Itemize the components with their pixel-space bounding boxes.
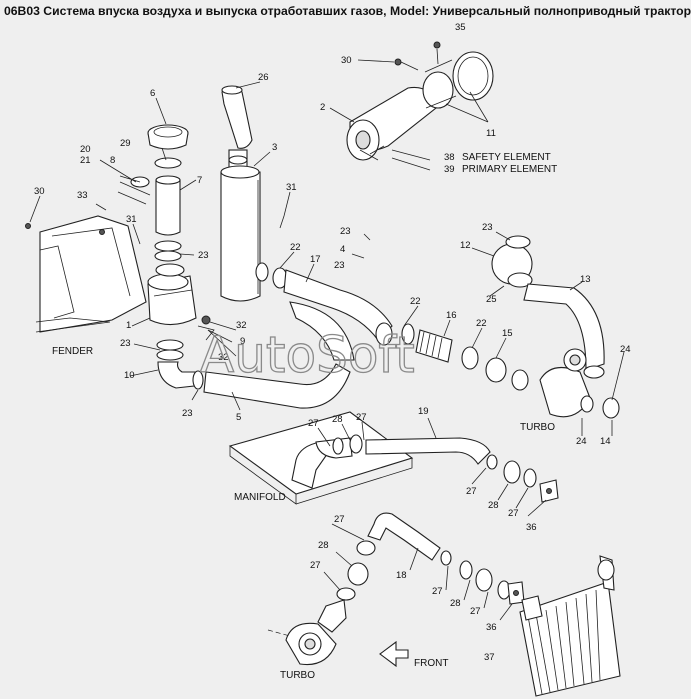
callout-31a: 31: [286, 182, 297, 193]
callout-30a: 30: [341, 55, 352, 66]
exploded-parts-diagram: 35 30 11 2 38 39 26 6 3 29 20 21 8 7 30 …: [25, 22, 631, 697]
callout-19: 19: [418, 406, 429, 417]
callout-8: 8: [110, 155, 115, 166]
right-turbo-assembly: [491, 235, 620, 436]
callout-numbers: 35 30 11 2 38 39 26 6 3 29 20 21 8 7 30 …: [34, 22, 631, 663]
callout-35: 35: [455, 22, 466, 33]
callout-27c: 27: [466, 486, 477, 497]
callout-30b: 30: [34, 186, 45, 197]
callout-2: 2: [320, 102, 325, 113]
label-front: FRONT: [414, 658, 448, 669]
callout-1: 1: [126, 320, 131, 331]
callout-22c: 22: [476, 318, 487, 329]
callout-27a: 27: [308, 418, 319, 429]
label-safety-element: SAFETY ELEMENT: [462, 152, 551, 163]
callout-12: 12: [460, 240, 471, 251]
callout-27d: 27: [508, 508, 519, 519]
callout-11: 11: [486, 128, 496, 139]
callout-22a: 22: [290, 242, 301, 253]
lower-charge-pipe: [317, 512, 525, 633]
callout-23f: 23: [182, 408, 193, 419]
callout-27f: 27: [310, 560, 321, 571]
air-cleaner-body: [147, 263, 215, 341]
intercooler: [519, 555, 621, 697]
callout-10: 10: [124, 370, 135, 381]
label-primary-element: PRIMARY ELEMENT: [462, 164, 557, 175]
callout-26: 26: [258, 72, 269, 83]
callout-24b: 24: [576, 436, 587, 447]
callout-27b: 27: [356, 412, 367, 423]
callout-25: 25: [486, 294, 497, 305]
callout-23b: 23: [198, 250, 209, 261]
callout-23a: 23: [340, 226, 351, 237]
page-title: 06B03 Система впуска воздуха и выпуска о…: [4, 4, 691, 18]
front-arrow: [379, 640, 409, 668]
air-cleaner-assembly: [346, 41, 494, 161]
leader-lines: [29, 59, 625, 621]
pre-cleaner-stack: [117, 124, 189, 262]
callout-18: 18: [396, 570, 407, 581]
callout-6: 6: [150, 88, 155, 99]
callout-36a: 36: [526, 522, 537, 533]
callout-28c: 28: [318, 540, 329, 551]
label-turbo-right: TURBO: [520, 422, 555, 433]
lower-intake-tubes: [156, 301, 355, 409]
callout-39: 39: [444, 164, 455, 175]
callout-27h: 27: [470, 606, 481, 617]
callout-5: 5: [236, 412, 241, 423]
callout-28d: 28: [450, 598, 461, 609]
callout-20: 20: [80, 144, 91, 155]
label-fender: FENDER: [52, 346, 93, 357]
callout-28b: 28: [488, 500, 499, 511]
callout-31b: 31: [126, 214, 137, 225]
label-turbo-bottom: TURBO: [280, 670, 315, 681]
callout-32a: 32: [236, 320, 247, 331]
callout-23d: 23: [334, 260, 345, 271]
callout-21: 21: [80, 155, 91, 166]
callout-23c: 23: [482, 222, 493, 233]
callout-15: 15: [502, 328, 513, 339]
exhaust-stack-muffler: [220, 85, 261, 302]
callout-9: 9: [240, 336, 245, 347]
callout-37: 37: [484, 652, 495, 663]
callout-33: 33: [77, 190, 88, 201]
callout-13: 13: [580, 274, 591, 285]
manifold: [228, 411, 414, 505]
callout-29: 29: [120, 138, 131, 149]
callout-22b: 22: [410, 296, 421, 307]
upper-charge-pipe: [332, 434, 559, 503]
callout-32b: 32: [218, 352, 229, 363]
callout-14: 14: [600, 436, 611, 447]
label-manifold: MANIFOLD: [234, 492, 286, 503]
watermark: AutoSoft: [200, 326, 415, 384]
callout-3: 3: [272, 142, 277, 153]
callout-4: 4: [340, 244, 345, 255]
callout-17: 17: [310, 254, 321, 265]
callout-16: 16: [446, 310, 457, 321]
callout-7: 7: [197, 175, 202, 186]
callout-27g: 27: [432, 586, 443, 597]
bottom-turbo: [267, 622, 337, 666]
callout-24a: 24: [620, 344, 631, 355]
fender: [25, 215, 147, 333]
callout-23e: 23: [120, 338, 131, 349]
callout-38: 38: [444, 152, 455, 163]
callout-27e: 27: [334, 514, 345, 525]
callout-36b: 36: [486, 622, 497, 633]
callout-28a: 28: [332, 414, 343, 425]
intake-hose-chain: [255, 262, 529, 391]
diagram-labels: SAFETY ELEMENT PRIMARY ELEMENT FENDER TU…: [52, 152, 557, 681]
